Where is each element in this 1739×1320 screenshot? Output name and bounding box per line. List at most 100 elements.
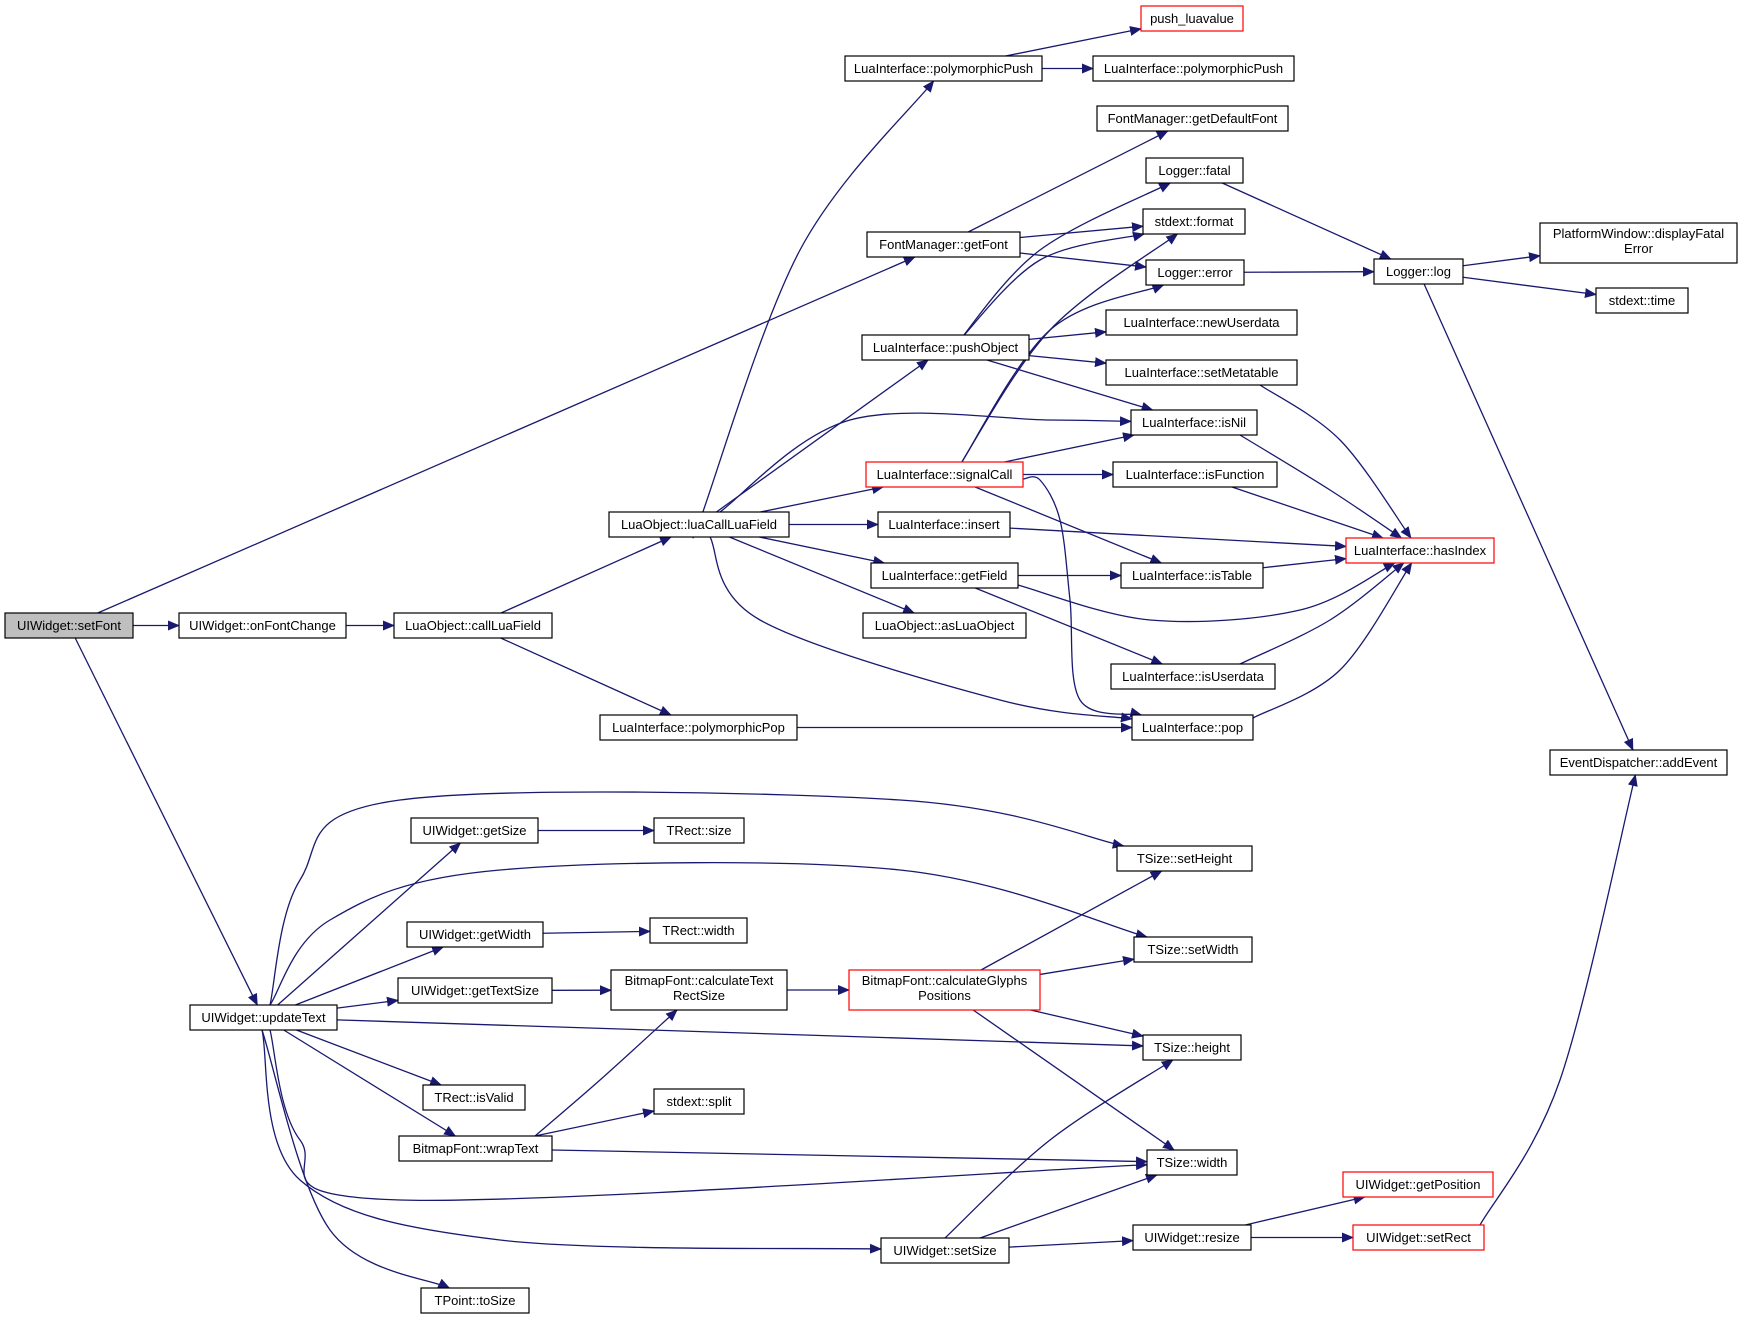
edge-updateText-to-setHeight <box>267 791 1125 1015</box>
node-label: UIWidget::getWidth <box>419 927 531 942</box>
node-hasIndex[interactable]: LuaInterface::hasIndex <box>1345 537 1495 564</box>
node-label: RectSize <box>673 988 725 1003</box>
node-box <box>422 1084 526 1111</box>
node-getFont[interactable]: FontManager::getFont <box>866 231 1021 258</box>
edge-resize-to-getPosition <box>1245 1194 1366 1226</box>
node-pop[interactable]: LuaInterface::pop <box>1131 714 1254 741</box>
node-getTextSize[interactable]: UIWidget::getTextSize <box>397 977 553 1004</box>
edge-signalCall-to-isNil <box>1004 432 1135 463</box>
node-label: stdext::time <box>1609 293 1675 308</box>
node-label: TRect::isValid <box>434 1090 513 1105</box>
node-label: UIWidget::resize <box>1144 1230 1239 1245</box>
node-getPosition[interactable]: UIWidget::getPosition <box>1342 1171 1494 1198</box>
node-setSize[interactable]: UIWidget::setSize <box>880 1237 1010 1264</box>
node-label: LuaInterface::polymorphicPush <box>1104 61 1283 76</box>
node-getSize[interactable]: UIWidget::getSize <box>410 817 539 844</box>
node-box <box>880 1237 1010 1264</box>
edge-calcGlyphs-to-setHeight <box>980 870 1163 971</box>
edge-updateText-to-isValid <box>296 1029 443 1086</box>
node-setHeight[interactable]: TSize::setHeight <box>1116 845 1253 872</box>
node-setWidth[interactable]: TSize::setWidth <box>1133 936 1253 963</box>
node-label: LuaInterface::newUserdata <box>1123 315 1280 330</box>
node-tsHeight[interactable]: TSize::height <box>1142 1034 1242 1061</box>
node-box <box>1146 1149 1238 1176</box>
node-updateText[interactable]: UIWidget::updateText <box>189 1004 338 1031</box>
node-label: LuaInterface::signalCall <box>877 467 1013 482</box>
node-box <box>398 1135 553 1162</box>
node-label: FontManager::getFont <box>879 237 1008 252</box>
node-box <box>653 1088 745 1115</box>
node-getDefaultFont[interactable]: FontManager::getDefaultFont <box>1096 105 1289 132</box>
node-box <box>393 612 553 639</box>
node-callLuaField[interactable]: LuaObject::callLuaField <box>393 612 553 639</box>
node-toSize[interactable]: TPoint::toSize <box>420 1287 530 1314</box>
node-label: FontManager::getDefaultFont <box>1108 111 1278 126</box>
node-getField[interactable]: LuaInterface::getField <box>870 562 1019 589</box>
node-box <box>599 714 798 741</box>
node-isUserdata[interactable]: LuaInterface::isUserdata <box>1110 663 1276 690</box>
node-insert[interactable]: LuaInterface::insert <box>877 511 1011 538</box>
node-setFont[interactable]: UIWidget::setFont <box>4 612 134 639</box>
edge-polyPush1-to-pushLuavalue <box>1005 26 1142 57</box>
edge-getFont-to-format <box>1019 222 1144 239</box>
node-format[interactable]: stdext::format <box>1142 208 1246 235</box>
node-log[interactable]: Logger::log <box>1373 258 1464 285</box>
node-rectSize[interactable]: TRect::size <box>653 817 745 844</box>
node-box <box>848 969 1041 1011</box>
node-box <box>406 921 544 948</box>
node-box <box>1116 845 1253 872</box>
node-signalCall[interactable]: LuaInterface::signalCall <box>865 461 1024 488</box>
node-resize[interactable]: UIWidget::resize <box>1132 1224 1252 1251</box>
node-label: EventDispatcher::addEvent <box>1560 755 1718 770</box>
node-asLuaObject[interactable]: LuaObject::asLuaObject <box>862 612 1027 639</box>
node-split[interactable]: stdext::split <box>653 1088 745 1115</box>
node-polyPush2[interactable]: LuaInterface::polymorphicPush <box>1092 55 1295 82</box>
node-pushLuavalue[interactable]: push_luavalue <box>1140 5 1244 32</box>
node-setMetatable[interactable]: LuaInterface::setMetatable <box>1105 359 1298 386</box>
node-fatal[interactable]: Logger::fatal <box>1145 157 1244 184</box>
node-label: TRect::width <box>662 923 734 938</box>
node-box <box>1142 208 1246 235</box>
node-polyPush1[interactable]: LuaInterface::polymorphicPush <box>844 55 1043 82</box>
node-box <box>861 334 1030 361</box>
node-label: BitmapFont::wrapText <box>413 1141 539 1156</box>
node-getWidth[interactable]: UIWidget::getWidth <box>406 921 544 948</box>
node-label: push_luavalue <box>1150 11 1234 26</box>
node-box <box>877 511 1011 538</box>
edge-isTable-to-hasIndex <box>1262 554 1347 569</box>
node-isFunction[interactable]: LuaInterface::isFunction <box>1112 461 1278 488</box>
node-addEvent[interactable]: EventDispatcher::addEvent <box>1549 749 1728 776</box>
node-box <box>870 562 1019 589</box>
node-polyPop[interactable]: LuaInterface::polymorphicPop <box>599 714 798 741</box>
node-luaCallLuaField[interactable]: LuaObject::luaCallLuaField <box>608 511 790 538</box>
node-isTable[interactable]: LuaInterface::isTable <box>1120 562 1264 589</box>
edge-getWidth-to-rectWidth <box>542 926 651 937</box>
edge-setMetatable-to-hasIndex <box>1253 380 1412 539</box>
node-setRect[interactable]: UIWidget::setRect <box>1352 1224 1485 1251</box>
node-onFontChange[interactable]: UIWidget::onFontChange <box>178 612 347 639</box>
node-isNil[interactable]: LuaInterface::isNil <box>1130 409 1258 436</box>
edge-updateText-to-setSize <box>258 1018 882 1254</box>
node-tsWidth[interactable]: TSize::width <box>1146 1149 1238 1176</box>
edge-updateText-to-setWidth <box>264 862 1148 1012</box>
node-box <box>844 55 1043 82</box>
node-rectWidth[interactable]: TRect::width <box>649 917 748 944</box>
node-time[interactable]: stdext::time <box>1595 287 1689 314</box>
node-newUserdata[interactable]: LuaInterface::newUserdata <box>1105 309 1298 336</box>
edge-wrapText-to-tsWidth <box>551 1149 1148 1167</box>
node-error[interactable]: Logger::error <box>1145 259 1245 286</box>
node-label: BitmapFont::calculateText <box>625 973 774 988</box>
node-box <box>1133 936 1253 963</box>
node-pushObject[interactable]: LuaInterface::pushObject <box>861 334 1030 361</box>
node-box <box>862 612 1027 639</box>
node-box <box>1342 1171 1494 1198</box>
node-box <box>1145 157 1244 184</box>
node-wrapText[interactable]: BitmapFont::wrapText <box>398 1135 553 1162</box>
node-isValid[interactable]: TRect::isValid <box>422 1084 526 1111</box>
node-label: stdext::split <box>666 1094 731 1109</box>
